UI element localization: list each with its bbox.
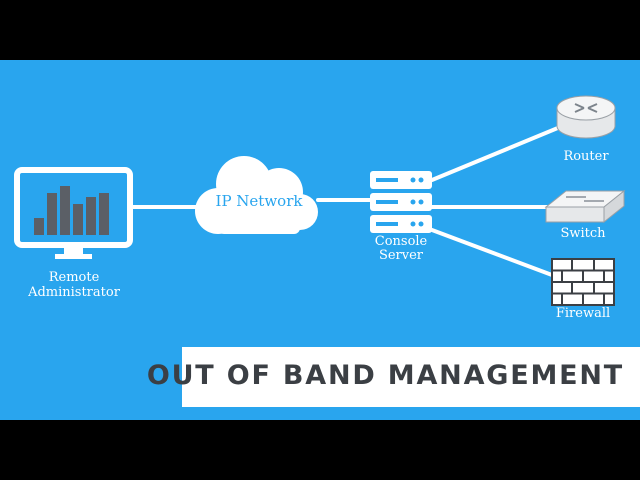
switch-icon <box>544 189 626 224</box>
switch-label: Switch <box>560 226 606 241</box>
link-console-firewall <box>430 228 562 280</box>
bar-chart-icon <box>34 186 109 235</box>
remote-admin-label: Remote Administrator <box>28 270 120 300</box>
router-icon <box>556 95 616 139</box>
server-stack-icon <box>370 171 432 233</box>
monitor-chart-icon <box>14 167 133 259</box>
router-label: Router <box>563 149 609 164</box>
link-console-router <box>430 123 567 182</box>
firewall-icon <box>551 258 615 306</box>
connector-lines <box>130 123 567 280</box>
banner-title: OUT OF BAND MANAGEMENT <box>146 360 624 391</box>
console-server-label: Console Server <box>374 234 428 263</box>
cloud-icon <box>195 156 318 234</box>
title-banner: OUT OF BAND MANAGEMENT <box>147 347 640 407</box>
ip-network-label: IP Network <box>215 192 303 210</box>
firewall-label: Firewall <box>555 306 611 321</box>
